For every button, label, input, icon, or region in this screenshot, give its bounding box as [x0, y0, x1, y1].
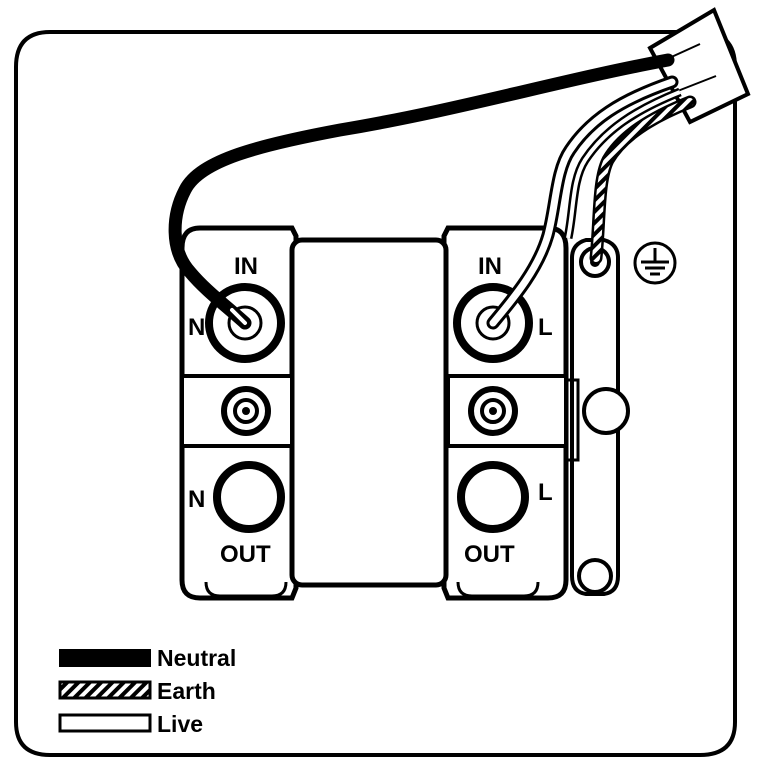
label-right-out: OUT — [464, 541, 515, 568]
earth-terminal-bottom — [577, 558, 613, 594]
terminal-left-out — [213, 461, 285, 533]
legend-item-earth: Earth — [58, 678, 216, 704]
live-wire — [486, 75, 682, 330]
terminal-right-out — [457, 461, 529, 533]
label-right-l-bottom: L — [538, 479, 553, 506]
label-left-n-top: N — [188, 314, 205, 341]
legend-label-live: Live — [157, 711, 203, 737]
legend: Neutral Earth Live — [58, 645, 236, 737]
neutral-wire — [168, 53, 675, 330]
legend-item-neutral: Neutral — [59, 645, 236, 671]
label-left-out: OUT — [220, 541, 271, 568]
label-right-l-top: L — [538, 314, 553, 341]
label-left-in: IN — [234, 253, 258, 280]
earth-ground-icon — [633, 241, 677, 285]
legend-item-live: Live — [58, 711, 203, 737]
earth-fixing-hole — [582, 387, 630, 435]
terminal-right-mid — [468, 386, 518, 436]
earth-bar — [566, 238, 630, 596]
terminal-left-mid — [221, 386, 271, 436]
earth-wire — [589, 95, 697, 265]
legend-label-neutral: Neutral — [157, 645, 236, 671]
center-cover — [289, 237, 449, 588]
label-left-n-bottom: N — [188, 486, 205, 513]
legend-label-earth: Earth — [157, 678, 216, 704]
label-right-in: IN — [478, 253, 502, 280]
